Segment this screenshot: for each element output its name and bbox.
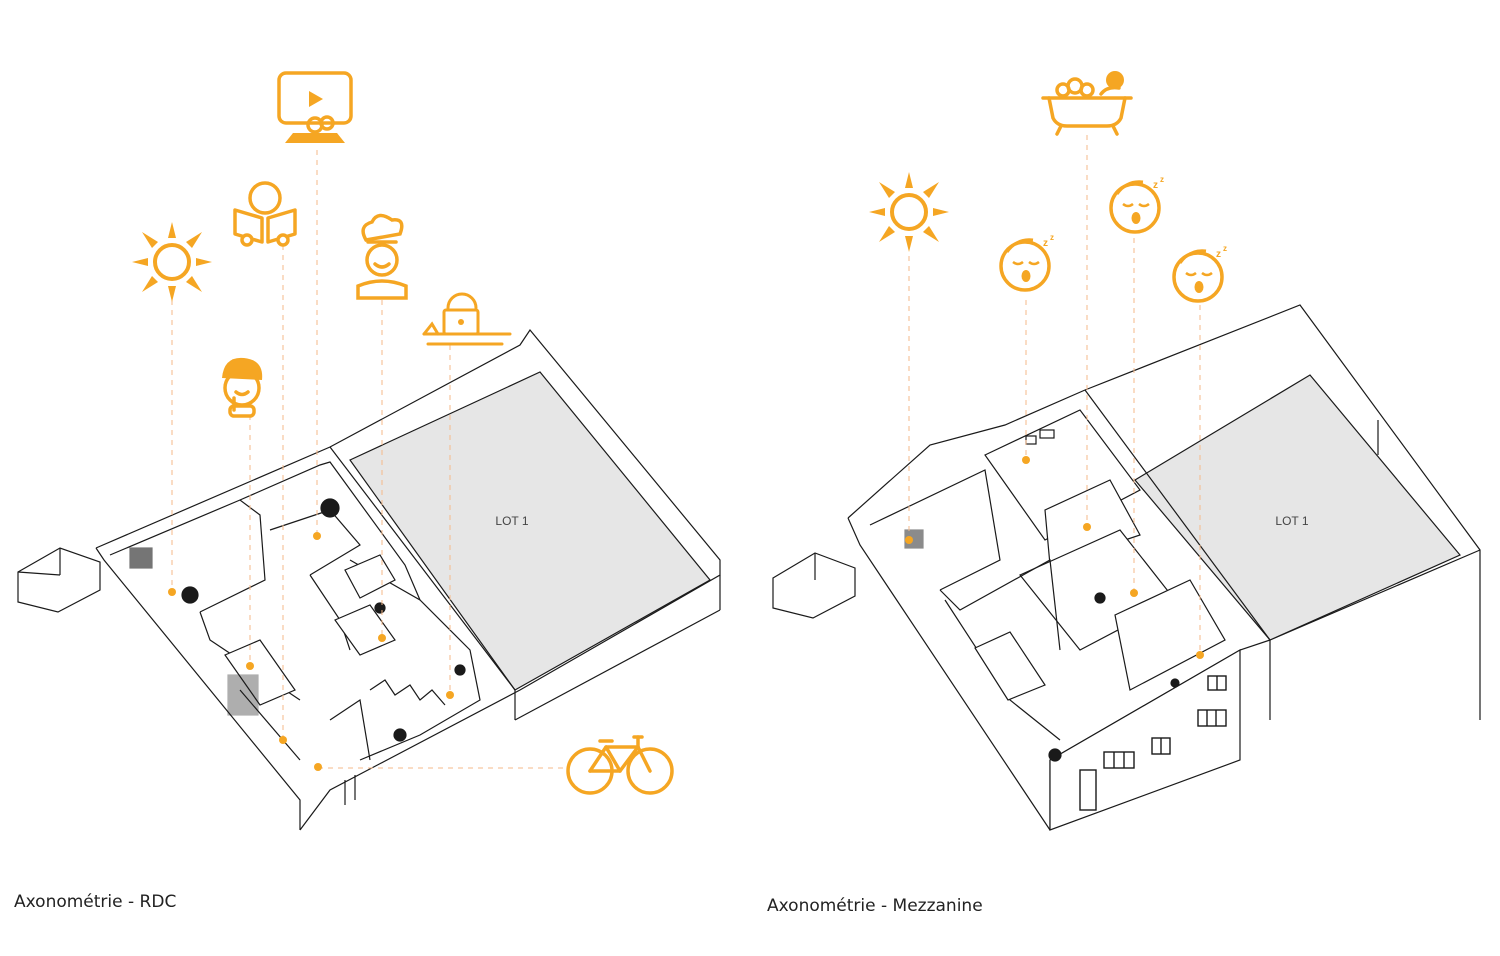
rdc-caption: Axonométrie - RDC bbox=[14, 892, 177, 912]
bathtub-icon bbox=[1041, 71, 1133, 136]
lot-label-left: LOT 1 bbox=[495, 514, 528, 528]
sleeping-face-icon bbox=[999, 231, 1056, 292]
mezzanine-connector-lines bbox=[908, 135, 1201, 655]
lot-1-area bbox=[349, 371, 711, 691]
mezzanine-caption: Axonométrie - Mezzanine bbox=[767, 896, 983, 916]
sun-icon bbox=[130, 220, 214, 304]
reading-person-icon bbox=[233, 181, 297, 247]
sleeping-face-icon bbox=[1172, 242, 1229, 303]
child-eating-icon bbox=[222, 357, 263, 418]
bicycle-icon bbox=[566, 735, 674, 795]
sun-icon bbox=[867, 170, 951, 254]
lot-label-right: LOT 1 bbox=[1275, 514, 1308, 528]
rdc-room-dots bbox=[168, 532, 454, 771]
sleeping-face-icon bbox=[1109, 173, 1166, 234]
rdc-axonometric-drawing bbox=[17, 328, 721, 831]
chef-icon bbox=[356, 213, 408, 300]
rdc-connector-lines bbox=[171, 150, 565, 769]
lot-1-area bbox=[1134, 374, 1461, 641]
mezzanine-room-dots bbox=[905, 456, 1204, 659]
mezzanine-axonometric-drawing bbox=[772, 304, 1481, 831]
laptop-worker-icon bbox=[422, 292, 512, 346]
tv-play-icon bbox=[277, 71, 353, 143]
